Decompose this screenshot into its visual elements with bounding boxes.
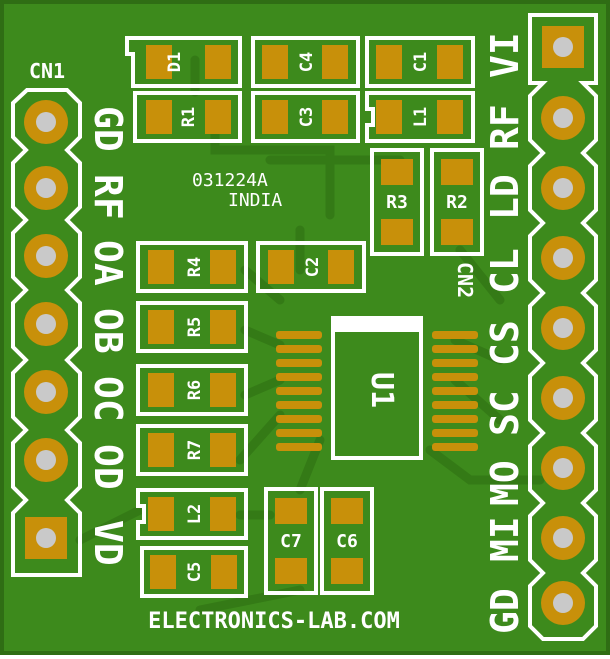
r1-label: R1 (179, 107, 199, 127)
l2-label: L2 (185, 504, 205, 524)
right-label-vi: VI (483, 32, 527, 78)
component-c5: C5 (140, 546, 248, 598)
cn1-pin-1 (24, 100, 68, 144)
website-label: ELECTRONICS-LAB.COM (148, 609, 400, 634)
left-header-labels: GD RF OA OB OC OD VD (86, 106, 130, 566)
component-r3: R3 (370, 148, 424, 256)
board-code: 031224A (192, 170, 268, 191)
cn1-outline (11, 88, 82, 577)
cn2-header (528, 13, 598, 641)
cn2-pin-8 (541, 516, 585, 560)
cn1-label: CN1 (29, 59, 65, 83)
component-r7: R7 (136, 424, 248, 476)
c1-label: C1 (411, 52, 431, 72)
l1-label: L1 (411, 107, 431, 127)
r7-label: R7 (185, 440, 205, 460)
c7-label: C7 (280, 531, 302, 552)
component-r5: R5 (136, 301, 248, 353)
cn2-outline (528, 13, 598, 641)
cn2-pin-5 (541, 306, 585, 350)
c2-label: C2 (303, 257, 323, 277)
cn2-pin-3 (541, 166, 585, 210)
left-label-gd: GD (86, 106, 130, 152)
cn2-pin-1-square (542, 26, 584, 68)
right-label-mi: MI (483, 516, 527, 562)
c5-label: C5 (185, 562, 205, 582)
cn2-pin-2 (541, 96, 585, 140)
c3-label: C3 (297, 107, 317, 127)
component-c6: C6 (320, 487, 374, 595)
r5-label: R5 (185, 317, 205, 337)
cn1-pin-6 (24, 438, 68, 482)
left-label-ob: OB (86, 308, 130, 354)
right-label-mo: MO (483, 460, 527, 506)
u1-label: U1 (364, 372, 399, 408)
board-origin: INDIA (228, 190, 282, 211)
component-l2: L2 (136, 488, 248, 540)
left-label-oa: OA (86, 240, 130, 286)
component-c7: C7 (264, 487, 318, 595)
r6-label: R6 (185, 380, 205, 400)
left-label-vd: VD (86, 520, 130, 566)
right-label-ld: LD (483, 174, 527, 220)
left-label-od: OD (86, 444, 130, 490)
u1-left-pads (276, 331, 322, 451)
component-c3: C3 (251, 91, 360, 143)
cn2-pin-7 (541, 446, 585, 490)
component-c1: C1 (365, 36, 475, 88)
right-label-rf: RF (483, 104, 527, 150)
right-label-cs: CS (483, 320, 527, 366)
r3-label: R3 (386, 192, 408, 213)
component-r6: R6 (136, 364, 248, 416)
cn1-pin-5 (24, 370, 68, 414)
component-r2: R2 (430, 148, 484, 256)
cn1-pin-4 (24, 302, 68, 346)
cn1-pin-3 (24, 234, 68, 278)
left-label-oc: OC (86, 376, 130, 422)
cn1-pin-2 (24, 166, 68, 210)
cn2-pin-4 (541, 236, 585, 280)
right-label-gd: GD (483, 588, 527, 634)
d1-label: D1 (165, 52, 185, 72)
component-c4: C4 (251, 36, 360, 88)
r4-label: R4 (185, 257, 205, 277)
cn2-pin-9 (541, 581, 585, 625)
cn2-label: CN2 (453, 262, 477, 298)
cn2-pin-6 (541, 376, 585, 420)
right-header-labels: VI RF LD CL CS SC MO MI GD (483, 32, 527, 634)
c4-label: C4 (297, 52, 317, 72)
component-u1: U1 (276, 316, 478, 460)
component-d1: D1 (125, 36, 242, 88)
right-label-cl: CL (483, 248, 527, 294)
left-label-rf: RF (86, 174, 130, 220)
component-c2: C2 (256, 241, 366, 293)
component-r4: R4 (136, 241, 248, 293)
u1-right-pads (432, 331, 478, 451)
right-label-sc: SC (483, 390, 527, 436)
r2-label: R2 (446, 192, 468, 213)
c6-label: C6 (336, 531, 358, 552)
component-l1: L1 (365, 91, 475, 143)
component-r1: R1 (133, 91, 242, 143)
u1-pin1-marker (333, 318, 421, 332)
cn1-header (11, 88, 82, 577)
cn1-pin-7-square (25, 517, 67, 559)
